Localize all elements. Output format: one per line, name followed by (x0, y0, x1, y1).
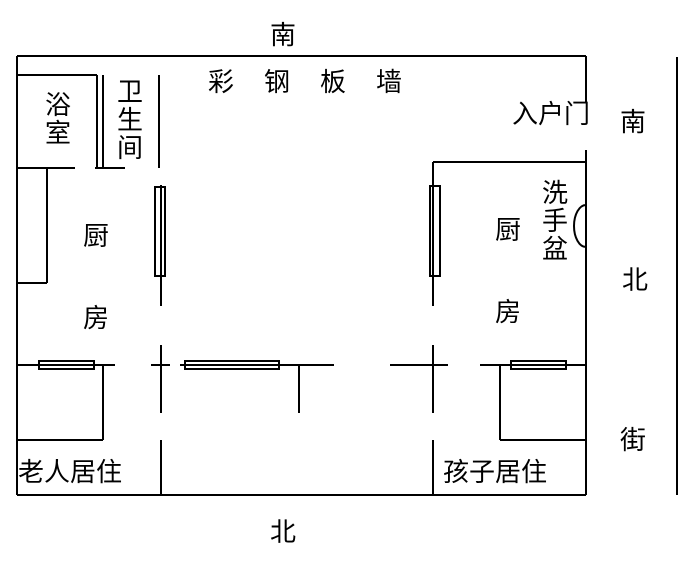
right-kitchen-char-2: 房 (495, 298, 522, 328)
left-kitchen-char-1: 厨 (83, 222, 110, 252)
mid-window-2 (184, 360, 280, 370)
toilet-label: 卫生间 (116, 78, 143, 165)
left-kitchen-char-2: 房 (83, 304, 110, 334)
street-label: 街 (620, 426, 647, 456)
compass-top-south: 南 (270, 21, 297, 51)
child-room-label: 孩子居住 (443, 458, 548, 488)
elder-room-label: 老人居住 (18, 458, 123, 488)
washbasin-shape (573, 204, 587, 248)
wall-label: 彩钢板墙 (208, 68, 433, 98)
mid-window-1 (38, 360, 95, 370)
right-kitchen-window (429, 185, 441, 277)
left-kitchen-window (154, 186, 166, 277)
bath-label: 浴室 (44, 91, 71, 150)
street-north-label: 北 (622, 266, 649, 296)
mid-window-3 (510, 360, 567, 370)
right-kitchen-char-1: 厨 (495, 216, 522, 246)
entry-door-label: 入户门 (512, 100, 591, 130)
compass-bottom-north: 北 (270, 518, 297, 548)
washbasin-label: 洗手盆 (541, 179, 568, 266)
street-south-label: 南 (620, 108, 647, 138)
